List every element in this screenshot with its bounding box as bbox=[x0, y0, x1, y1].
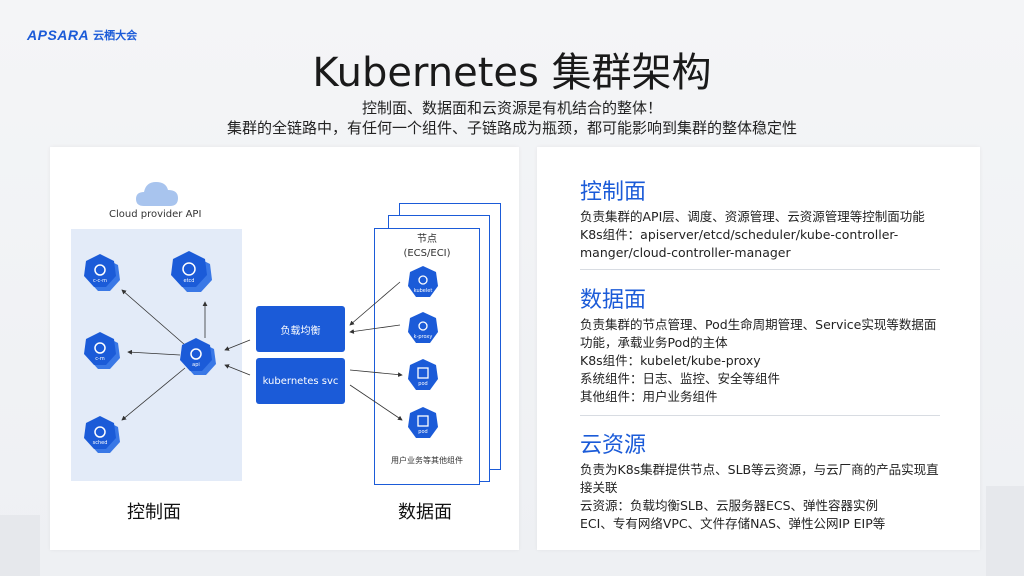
section-line: K8s组件：apiserver/etcd/scheduler/kube-cont… bbox=[580, 227, 899, 242]
subtitle-1: 控制面、数据面和云资源是有机结合的整体！ bbox=[361, 99, 662, 117]
section-line: 其他组件：用户业务组件 bbox=[580, 389, 718, 404]
logo-brand: APSARA bbox=[27, 27, 90, 43]
icon-label: etcd bbox=[183, 278, 195, 284]
icon-label: c-c-m bbox=[93, 278, 107, 284]
k8s-hexagon-icon bbox=[408, 407, 438, 438]
icon-label: pod bbox=[418, 381, 428, 387]
node-subtitle-text: (ECS/ECI) bbox=[403, 248, 451, 259]
page-title: Kubernetes 集群架构 bbox=[312, 50, 712, 96]
icon-label: kubelet bbox=[413, 288, 433, 294]
section-title-cloud: 云资源 bbox=[580, 433, 647, 458]
icon-label: api bbox=[192, 362, 200, 368]
k8s-hexagon-icon bbox=[171, 251, 212, 292]
icon-label: pod bbox=[418, 429, 428, 435]
section-line: manger/cloud-controller-manager bbox=[580, 245, 791, 260]
logo-brand-cn: 云栖大会 bbox=[93, 29, 138, 42]
section-line: 功能，承载业务Pod的主体 bbox=[580, 335, 728, 350]
description-panel bbox=[537, 147, 980, 550]
decor-block bbox=[0, 515, 40, 576]
load-balancer-box: 负载均衡 bbox=[256, 306, 345, 352]
section-line: 云资源：负载均衡SLB、云服务器ECS、弹性容器实例 bbox=[580, 498, 879, 513]
k8s-hexagon-icon bbox=[408, 359, 438, 390]
section-line: 接关联 bbox=[580, 480, 618, 495]
cloud-provider-label: Cloud provider API bbox=[109, 209, 202, 220]
k8s-icon-k-proxy: k-proxy bbox=[405, 310, 441, 346]
section-divider bbox=[580, 269, 940, 270]
data-plane-label: 数据面 bbox=[398, 502, 452, 523]
section-title-control: 控制面 bbox=[580, 180, 647, 205]
section-line: K8s组件：kubelet/kube-proxy bbox=[580, 353, 761, 368]
section-line: ECI、专有网络VPC、文件存储NAS、弹性公网IP EIP等 bbox=[580, 516, 886, 531]
section-title-data: 数据面 bbox=[580, 288, 647, 313]
k8s-hexagon-icon bbox=[84, 254, 120, 291]
icon-label: c-m bbox=[95, 356, 105, 362]
control-plane-label: 控制面 bbox=[127, 502, 181, 523]
node-title-text: 节点 bbox=[417, 234, 437, 245]
k8s-hexagon-icon bbox=[84, 416, 120, 453]
logo: APSARA 云栖大会 bbox=[27, 27, 137, 43]
node-footer: 用户业务等其他组件 bbox=[391, 456, 463, 465]
k8s-icon-pod: pod bbox=[405, 357, 441, 393]
k8s-icon-kubelet: kubelet bbox=[405, 264, 441, 300]
k8s-hexagon-icon bbox=[408, 312, 438, 343]
section-line: 负责为K8s集群提供节点、SLB等云资源，与云厂商的产品实现直 bbox=[580, 462, 939, 477]
decor-block bbox=[986, 486, 1024, 576]
k8s-icon-sched: sched bbox=[82, 414, 126, 458]
subtitle-2: 集群的全链路中，有任何一个组件、子链路成为瓶颈，都可能影响到集群的整体稳定性 bbox=[226, 119, 797, 137]
k8s-icon-etcd: etcd bbox=[168, 248, 218, 298]
k8s-hexagon-icon bbox=[180, 338, 216, 375]
node-title: 节点 (ECS/ECI) bbox=[377, 233, 477, 261]
kubernetes-svc-box: kubernetes svc bbox=[256, 358, 345, 404]
section-line: 负责集群的API层、调度、资源管理、云资源管理等控制面功能 bbox=[580, 209, 925, 224]
section-line: 负责集群的节点管理、Pod生命周期管理、Service实现等数据面 bbox=[580, 317, 937, 332]
k8s-hexagon-icon bbox=[408, 266, 438, 297]
icon-label: k-proxy bbox=[413, 334, 433, 340]
k8s-icon-c-c-m: c-c-m bbox=[82, 252, 126, 296]
k8s-icon-c-m: c-m bbox=[82, 330, 126, 374]
k8s-hexagon-icon bbox=[84, 332, 120, 369]
icon-label: sched bbox=[92, 440, 108, 446]
section-divider bbox=[580, 415, 940, 416]
k8s-icon-pod: pod bbox=[405, 405, 441, 441]
k8s-icon-api: api bbox=[178, 336, 222, 380]
cloud-icon bbox=[136, 182, 178, 206]
section-line: 系统组件：日志、监控、安全等组件 bbox=[580, 371, 781, 386]
